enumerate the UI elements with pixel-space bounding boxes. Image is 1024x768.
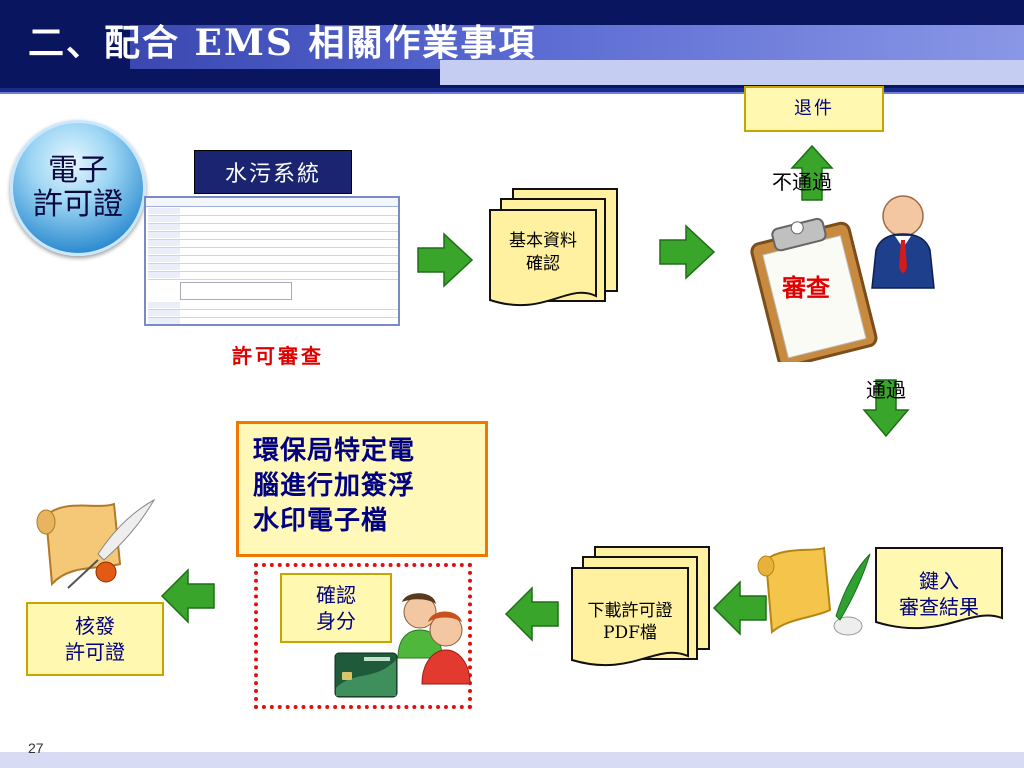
enter-result-label: 鍵入 審查結果	[899, 569, 979, 619]
users-icon	[397, 593, 471, 685]
arrow-left-2	[504, 586, 559, 642]
scroll-leaf-icon	[757, 546, 871, 636]
issue-permit-box: 核發 許可證	[26, 602, 164, 676]
watermark-text: 環保局特定電 腦進行加簽浮 水印電子檔	[253, 436, 416, 537]
water-system-label: 水污系統	[194, 150, 352, 194]
permit-review-label: 許可審查	[232, 344, 324, 368]
e-permit-label: 電子 許可證	[33, 152, 123, 222]
watermark-box: 環保局特定電 腦進行加簽浮 水印電子檔	[236, 421, 488, 557]
e-permit-sphere: 電子 許可證	[10, 120, 146, 256]
verify-identity-box: 確認 身分	[280, 573, 392, 643]
page-number: 27	[28, 740, 44, 756]
arrow-right-1	[417, 232, 474, 288]
not-pass-label: 不通過	[772, 170, 832, 194]
verify-identity-group	[254, 563, 472, 709]
arrow-left-1	[160, 568, 215, 624]
footer-bar	[0, 752, 1024, 768]
clipboard-icon	[750, 217, 878, 362]
businessman-icon	[871, 195, 935, 289]
download-pdf-label: 下載許可證 PDF檔	[587, 601, 673, 644]
arrow-down	[862, 379, 910, 438]
scroll-quill-icon	[36, 498, 156, 589]
header-divider	[0, 88, 1024, 92]
header-divider-light	[0, 92, 1024, 94]
basic-data-label: 基本資料 確認	[509, 231, 577, 274]
id-card-icon	[334, 652, 398, 698]
arrow-right-2	[659, 224, 716, 280]
review-label: 審查	[782, 273, 830, 302]
arrow-left-3	[712, 580, 767, 636]
page-title: 二、配合 EMS 相關作業事項	[28, 22, 537, 64]
return-box: 退件	[744, 86, 884, 132]
header-band-light	[440, 60, 1024, 85]
pass-label: 通過	[866, 378, 906, 402]
download-pdf-doc-stack: 下載許可證 PDF檔	[570, 544, 716, 678]
enter-result-shape	[875, 547, 1003, 630]
basic-data-doc-stack: 基本資料 確認	[488, 186, 634, 316]
arrow-up	[790, 144, 834, 201]
permit-form-screenshot	[144, 196, 400, 326]
